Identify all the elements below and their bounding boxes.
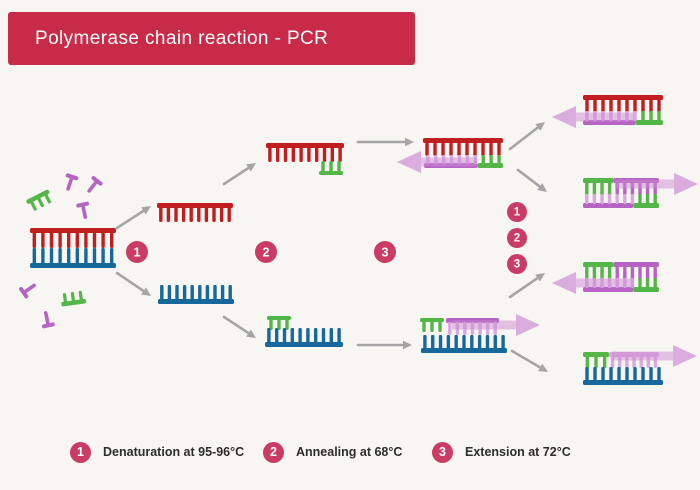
step-2-badge: 2 bbox=[263, 441, 284, 463]
arrow-extend-bottom bbox=[356, 340, 412, 350]
arrow-product4 bbox=[510, 349, 548, 372]
legend-item-annealing: 2 Annealing at 68°C bbox=[263, 441, 402, 463]
polymerase-arrow-ext-red bbox=[397, 151, 477, 173]
cycle-marker-1: 1 bbox=[507, 202, 527, 222]
svg-text:2: 2 bbox=[262, 246, 269, 260]
cycle-marker-2: 2 bbox=[507, 228, 527, 248]
arrow-extend-top bbox=[356, 137, 414, 147]
annealing-red-strand bbox=[266, 143, 344, 162]
page-title: Polymerase chain reaction - PCR bbox=[35, 27, 329, 49]
cycle-marker-3: 3 bbox=[507, 254, 527, 274]
arrow-anneal-top bbox=[222, 163, 256, 186]
svg-text:3: 3 bbox=[514, 259, 520, 271]
svg-text:3: 3 bbox=[381, 246, 388, 260]
template-dna-blue-strand bbox=[30, 248, 116, 268]
annealing-blue-strand bbox=[265, 328, 343, 347]
polymerase-arrow-p3 bbox=[552, 272, 634, 294]
nucleotide-icon bbox=[76, 201, 90, 219]
product1-red-template bbox=[583, 95, 663, 113]
product2-top-strand bbox=[583, 178, 659, 196]
arrow-product3 bbox=[508, 273, 545, 299]
polymerase-arrow-p2 bbox=[615, 173, 698, 195]
step-3-badge: 3 bbox=[432, 441, 453, 463]
polymerase-arrow-ext-blue bbox=[452, 314, 540, 336]
arrow-anneal-bottom bbox=[222, 315, 256, 338]
title-banner: Polymerase chain reaction - PCR bbox=[8, 12, 415, 65]
denatured-red-strand bbox=[157, 203, 233, 222]
arrow-product2 bbox=[516, 168, 547, 192]
template-dna-red-strand bbox=[30, 228, 116, 248]
extension-red-template bbox=[423, 138, 503, 156]
product4-primer bbox=[583, 352, 609, 368]
extension-blue-template bbox=[421, 335, 507, 353]
product2-bottom-strand bbox=[583, 194, 659, 208]
legend-item-denaturation: 1 Denaturation at 95-96°C bbox=[70, 441, 244, 463]
arrow-denature-top bbox=[115, 206, 151, 230]
arrow-denature-bottom bbox=[115, 271, 151, 296]
annealing-red-primer bbox=[319, 161, 343, 175]
polymerase-arrow-p4 bbox=[612, 345, 697, 367]
denatured-blue-strand bbox=[158, 285, 234, 304]
nucleotide-icon bbox=[41, 311, 55, 329]
nucleotide-icon bbox=[19, 283, 36, 299]
polymerase-arrow-p1 bbox=[552, 106, 634, 128]
svg-text:1: 1 bbox=[514, 207, 521, 219]
step-marker-2: 2 bbox=[255, 241, 277, 263]
legend-label-denaturation: Denaturation at 95-96°C bbox=[103, 445, 245, 459]
nucleotide-icon bbox=[87, 176, 103, 193]
arrow-product1 bbox=[508, 122, 545, 151]
nucleotide-icon bbox=[65, 173, 79, 191]
product4-blue-template bbox=[583, 367, 663, 385]
legend: 1 Denaturation at 95-96°C 2 Annealing at… bbox=[0, 441, 700, 463]
legend-item-extension: 3 Extension at 72°C bbox=[432, 441, 571, 463]
svg-text:2: 2 bbox=[514, 233, 520, 245]
product3-top-strand bbox=[583, 262, 659, 280]
extension-blue-primer bbox=[420, 318, 444, 332]
free-primer-icon bbox=[26, 189, 52, 211]
step-1-badge: 1 bbox=[70, 441, 91, 463]
step-marker-1: 1 bbox=[126, 241, 148, 263]
step-marker-3: 3 bbox=[374, 241, 396, 263]
legend-label-extension: Extension at 72°C bbox=[465, 445, 571, 459]
legend-label-annealing: Annealing at 68°C bbox=[296, 445, 403, 459]
free-primer-icon bbox=[61, 290, 87, 307]
svg-text:1: 1 bbox=[133, 246, 140, 260]
annealing-blue-primer bbox=[267, 316, 291, 330]
